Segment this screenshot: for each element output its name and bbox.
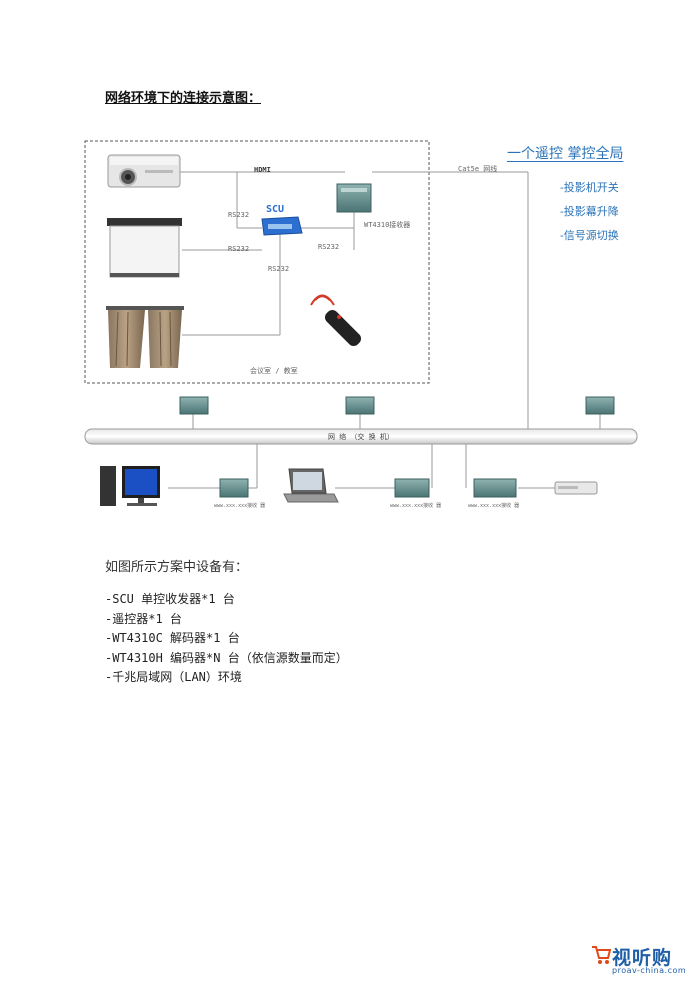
encoder-caption-laptop: www.xxx.xxx接收 器 — [390, 503, 442, 509]
rs232-label-curtain: RS232 — [268, 265, 290, 273]
projector-image — [107, 154, 181, 188]
equipment-list: -SCU 单控收发器*1 台 -遥控器*1 台 -WT4310C 解码器*1 台… — [105, 590, 348, 688]
brand-url: proav-china.com — [612, 966, 687, 975]
feature-screen: -投影幕升降 — [560, 205, 619, 218]
connection-diagram — [84, 140, 638, 506]
receiver-label: WT4310接收器 — [364, 221, 411, 229]
network-label: 网 络 （交 换 机） — [328, 433, 394, 441]
media-player-image — [554, 481, 598, 495]
list-item: -WT4310C 解码器*1 台 — [105, 631, 240, 645]
encoder-desktop — [219, 478, 249, 498]
rs232-label-projector: RS232 — [228, 211, 250, 219]
room-boundary — [84, 140, 430, 384]
list-item: -WT4310H 编码器*N 台（依信源数量而定） — [105, 650, 348, 665]
scu-label: SCU — [266, 204, 285, 215]
encoder-player — [473, 478, 517, 498]
list-item: -千兆局域网（LAN）环境 — [105, 670, 242, 684]
scu-device — [261, 216, 303, 236]
receiver-device — [336, 183, 372, 213]
projection-screen-image — [107, 218, 182, 278]
rs232-label-screen: RS232 — [228, 245, 250, 253]
curtain-image — [106, 306, 184, 368]
bus-encoder-left — [179, 396, 209, 415]
laptop-image — [283, 468, 339, 503]
feature-projector: -投影机开关 — [560, 181, 619, 194]
encoder-caption-player: www.xxx.xxx接收 器 — [468, 503, 520, 509]
equipment-intro: 如图所示方案中设备有： — [105, 560, 249, 575]
encoder-laptop — [394, 478, 430, 498]
section-heading: 网络环境下的连接示意图： — [105, 91, 262, 106]
list-item: -SCU 单控收发器*1 台 — [105, 592, 235, 606]
room-label: 会议室 / 教室 — [250, 367, 298, 375]
list-item: -遥控器*1 台 — [105, 611, 182, 626]
slogan: 一个遥控 掌控全局 — [507, 146, 624, 162]
bus-encoder-middle — [345, 396, 375, 415]
encoder-caption-desktop: www.xxx.xxx接收 器 — [214, 503, 266, 509]
cart-logo-icon — [592, 946, 611, 964]
feature-source: -信号源切换 — [560, 229, 619, 242]
brand-logo: 视听购 — [612, 947, 673, 969]
rs232-label-receiver: RS232 — [318, 243, 340, 251]
desktop-computer-image — [100, 466, 160, 506]
network-bus — [84, 428, 638, 445]
remote-control-image — [310, 294, 362, 347]
bus-encoder-right — [585, 396, 615, 415]
hdmi-label: HDMI — [254, 166, 271, 174]
cable-label: Cat5e 网线 — [458, 165, 498, 173]
